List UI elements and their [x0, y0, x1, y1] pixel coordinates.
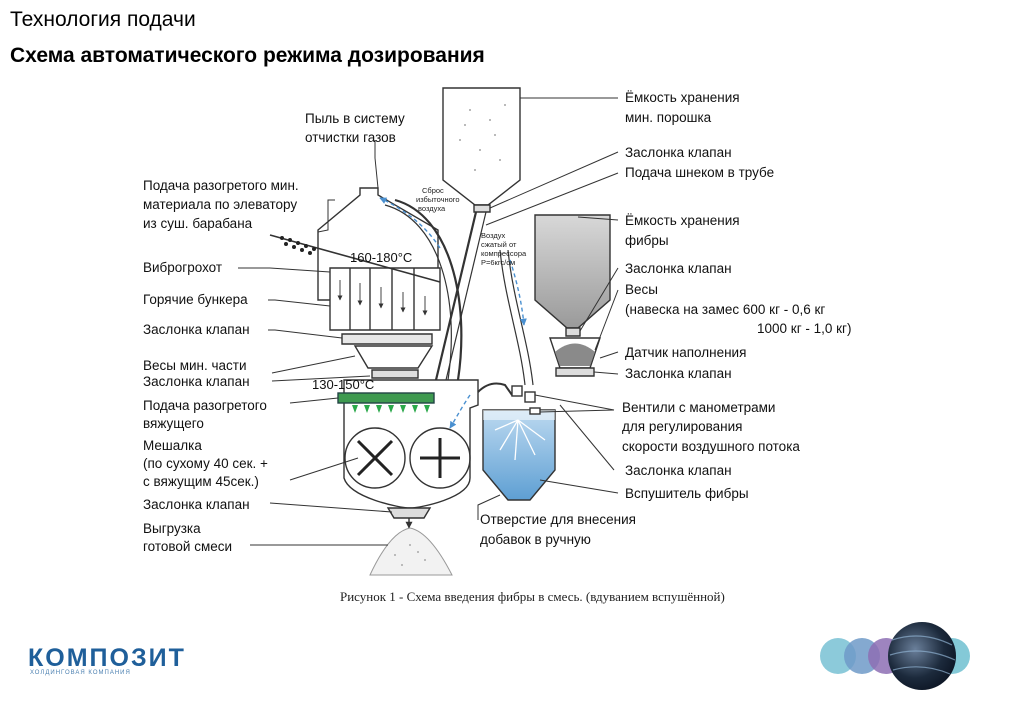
logo-circles	[820, 622, 970, 690]
label-dust-2: отчистки газов	[305, 130, 396, 145]
label-fiber-storage-2: фибры	[625, 233, 669, 248]
label-valves-gauges-2: для регулирования	[622, 419, 742, 434]
label-feed-mineral-1: Подача разогретого мин.	[143, 178, 299, 193]
label-compressor-3: компрессора	[481, 249, 527, 258]
slide-subtitle: Схема автоматического режима дозирования	[10, 44, 485, 67]
figure-caption: Рисунок 1 - Схема введения фибры в смесь…	[340, 589, 725, 604]
label-valve-b: Заслонка клапан	[625, 261, 732, 276]
logo-globe	[888, 622, 956, 690]
gauge-valves	[511, 385, 541, 415]
label-valve-1: Заслонка клапан	[143, 322, 250, 337]
label-vibro: Виброгрохот	[143, 260, 222, 275]
label-powder-storage-2: мин. порошка	[625, 110, 712, 125]
label-vent-3: воздуха	[418, 204, 446, 213]
label-mixer-3: с вяжущим 45сек.)	[143, 474, 259, 489]
label-hole-2: добавок в ручную	[480, 532, 591, 547]
label-feed-binder-1: Подача разогретого	[143, 398, 267, 413]
temp-mixer: 130-150°С	[312, 377, 374, 392]
binder-bar	[337, 392, 435, 404]
equipment	[269, 87, 611, 576]
falling-arrows	[337, 280, 428, 316]
label-valve-c: Заслонка клапан	[625, 366, 732, 381]
label-unload-2: готовой смеси	[143, 539, 232, 554]
label-scales-3: 1000 кг - 1,0 кг)	[757, 321, 851, 336]
label-feed-binder-2: вяжущего	[143, 416, 204, 431]
logo-tagline: ХОЛДИНГОВАЯ КОМПАНИЯ	[30, 670, 131, 676]
label-valves-gauges-1: Вентили с манометрами	[622, 400, 775, 415]
label-vent-1: Сброс	[422, 186, 444, 195]
label-scales-mineral: Весы мин. части	[143, 358, 247, 373]
slide-title: Технология подачи	[10, 8, 196, 31]
temp-screen: 160-180°С	[350, 250, 412, 265]
label-hot-bins: Горячие бункера	[143, 292, 248, 307]
screw-pipe	[434, 211, 478, 381]
label-valve-a: Заслонка клапан	[625, 145, 732, 160]
rotor-left	[344, 427, 406, 489]
label-scales-2: (навеска на замес 600 кг - 0,6 кг	[625, 302, 825, 317]
label-feed-mineral-2: материала по элеватору	[143, 197, 297, 212]
label-scales-1: Весы	[625, 282, 658, 297]
label-hole-1: Отверстие для внесения	[480, 512, 636, 527]
label-valve-2: Заслонка клапан	[143, 374, 250, 389]
material-dots	[280, 236, 316, 255]
label-valve-d: Заслонка клапан	[625, 463, 732, 478]
label-unload-1: Выгрузка	[143, 521, 201, 536]
label-fluffer: Вспушитель фибры	[625, 486, 749, 501]
label-valves-gauges-3: скорости воздушного потока	[622, 439, 800, 454]
rotor-right	[409, 427, 471, 489]
label-feed-mineral-3: из суш. барабана	[143, 216, 253, 231]
bin-valves	[341, 333, 433, 345]
label-compressor-1: Воздух	[481, 231, 505, 240]
hot-bins	[329, 267, 441, 331]
product-pile	[369, 527, 453, 576]
discharge-valve	[386, 507, 432, 519]
leader-lines	[238, 97, 619, 546]
rotor-right-blades	[420, 438, 460, 478]
fiber-pipe	[477, 382, 513, 396]
label-valve-3: Заслонка клапан	[143, 497, 250, 512]
fiber-silo	[534, 214, 611, 329]
fluffer-jets	[494, 419, 546, 461]
air-hose	[499, 249, 526, 386]
label-mixer-1: Мешалка	[143, 438, 202, 453]
rotor-left-blades	[356, 439, 394, 477]
air-flow	[379, 197, 527, 429]
label-dust-1: Пыль в систему	[305, 111, 405, 126]
label-mixer-2: (по сухому 40 сек. +	[143, 456, 268, 471]
label-powder-storage-1: Ёмкость хранения	[625, 90, 740, 105]
label-compressor-4: Р=6кгс/см	[481, 258, 515, 267]
label-screw-feed: Подача шнеком в трубе	[625, 165, 774, 180]
elevator-pipe	[394, 198, 463, 381]
label-fill-sensor: Датчик наполнения	[625, 345, 746, 360]
mineral-scales	[353, 345, 434, 369]
binder-spray	[352, 405, 430, 413]
logo-name: КОМПОЗИТ	[28, 644, 186, 672]
label-vent-2: избыточного	[416, 195, 460, 204]
label-fiber-storage-1: Ёмкость хранения	[625, 213, 740, 228]
label-compressor-2: сжатый от	[481, 240, 517, 249]
powder-silo	[442, 87, 521, 206]
